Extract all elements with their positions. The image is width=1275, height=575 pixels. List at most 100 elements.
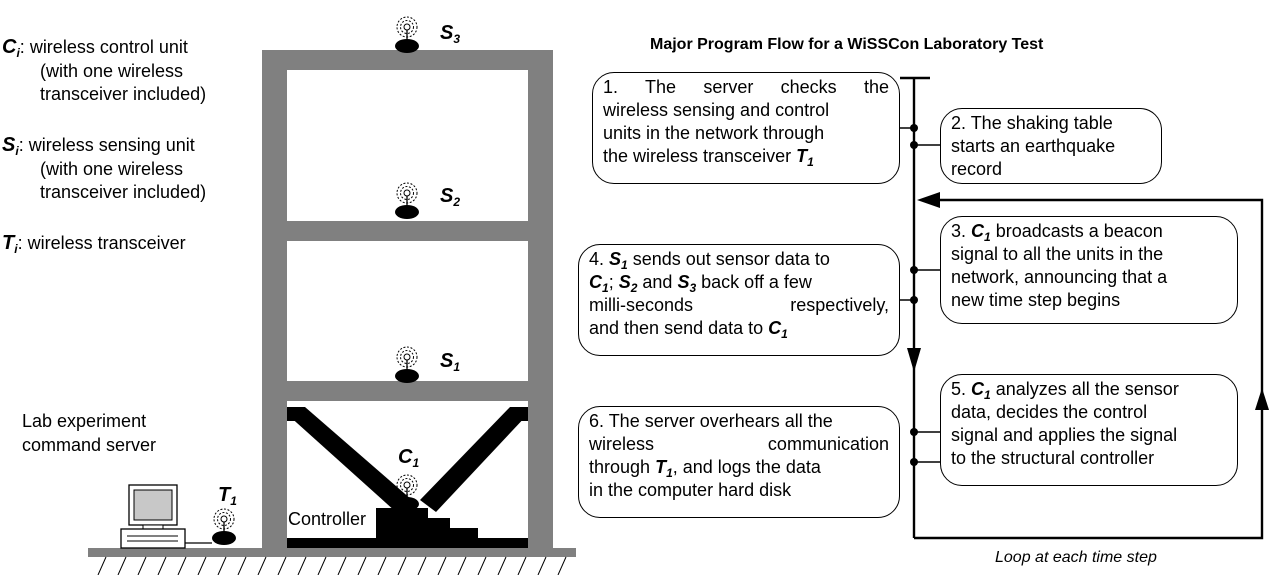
label-c1: C1: [398, 446, 419, 469]
sensing-unit-s3-icon: [394, 16, 420, 54]
step-5-line1-a: 5.: [951, 379, 972, 399]
server-label-line2: command server: [22, 435, 157, 455]
legend-c-line3: transceiver included): [40, 84, 207, 104]
label-controller: Controller: [287, 508, 368, 531]
diagram-title: Major Program Flow for a WiSSCon Laborat…: [650, 36, 1044, 53]
step-4-line2-sub2: 2: [630, 281, 638, 295]
step-4-line2-symbol2: S: [618, 272, 631, 292]
step-3-line1-a: 3.: [951, 221, 972, 241]
label-t1: T1: [218, 484, 237, 507]
step-5-line3: signal and applies the signal: [951, 425, 1178, 445]
step-6-line3-b: , and logs the data: [672, 457, 821, 477]
step-3-line1-symbol: C: [971, 221, 985, 241]
step-4-line1-sub: 1: [621, 258, 628, 272]
step-6-line4: in the computer hard disk: [589, 480, 792, 500]
step-4-line4: and then send data to C1: [589, 317, 889, 340]
step-2-line1: 2. The shaking table: [951, 113, 1113, 133]
step-3-line2: signal to all the units in the: [951, 244, 1164, 264]
step-1-line4-sub: 1: [807, 155, 814, 169]
legend-s-line2: (with one wireless: [40, 159, 184, 179]
step-1-line1: 1. The server checks the: [603, 77, 889, 97]
legend-s-colon: :: [18, 135, 24, 155]
transceiver-t1-icon: [211, 508, 237, 546]
step-3-line1: 3. C1 broadcasts a beacon: [951, 220, 1227, 243]
legend-c-colon: :: [19, 37, 25, 57]
label-s3-symbol: S: [440, 22, 454, 44]
step-1-line4: the wireless transceiver T1: [603, 145, 889, 168]
legend-t-line1: wireless transceiver: [22, 233, 186, 253]
label-t1-symbol: T: [218, 484, 231, 506]
legend-t-colon: :: [17, 233, 23, 253]
step-6-line3-sub: 1: [666, 466, 673, 480]
step-6-line3: through T1, and logs the data: [589, 456, 889, 479]
step-4-line2-sub3: 3: [689, 281, 697, 295]
step-3-box: 3. C1 broadcasts a beacon signal to all …: [940, 216, 1238, 324]
label-s1-symbol: S: [440, 350, 454, 372]
legend-s-sub: i: [15, 144, 19, 158]
server-label-line1: Lab experiment: [22, 411, 147, 431]
step-3-line1-sub: 1: [984, 230, 991, 244]
legend-c-line1: wireless control unit: [24, 37, 188, 57]
step-4-line2-c: back off a few: [696, 272, 812, 292]
sensing-unit-s1-icon: [394, 346, 420, 384]
step-5-line4: to the structural controller: [951, 448, 1155, 468]
structural-controller: [376, 508, 478, 548]
label-s3: S3: [440, 22, 460, 45]
step-3-line1-b: broadcasts a beacon: [990, 221, 1163, 241]
step-4-line1-a: 4.: [589, 249, 610, 269]
step-2-line2: starts an earthquake: [951, 136, 1116, 156]
legend-c-sub: i: [16, 46, 20, 60]
step-2-box: 2. The shaking table starts an earthquak…: [940, 108, 1162, 184]
label-s3-sub: 3: [453, 32, 461, 46]
step-2-line3: record: [951, 159, 1003, 179]
step-5-box: 5. C1 analyzes all the sensor data, deci…: [940, 374, 1238, 486]
step-4-line4-sub: 1: [781, 327, 788, 341]
flow-down-arrowhead: [907, 348, 921, 372]
step-4-line4-a: and then send data to: [589, 318, 769, 338]
legend-t-symbol: T: [2, 232, 15, 254]
step-1-box: 1. The server checks the wireless sensin…: [592, 72, 900, 184]
step-4-line2-sub1: 1: [602, 281, 609, 295]
loop-up-arrowhead: [1255, 388, 1269, 410]
legend-sensing-unit: Si: wireless sensing unit: [2, 134, 195, 157]
ground: [88, 548, 576, 575]
legend-c-line2: (with one wireless: [40, 61, 184, 81]
legend-transceiver: Ti: wireless transceiver: [2, 232, 186, 255]
legend-control-unit: Ci: wireless control unit: [2, 36, 188, 59]
step-4-line1: 4. S1 sends out sensor data to: [589, 248, 889, 271]
sensing-unit-s2-icon: [394, 182, 420, 220]
label-t1-sub: 1: [230, 494, 237, 508]
label-s2-sub: 2: [453, 195, 461, 209]
label-s2-symbol: S: [440, 185, 454, 207]
computer-icon: [120, 484, 212, 549]
legend-t-sub: i: [14, 242, 18, 256]
step-4-line4-symbol: C: [768, 318, 782, 338]
step-4-line2-b: and: [637, 272, 678, 292]
label-c1-sub: 1: [412, 456, 420, 470]
step-1-line3: units in the network through: [603, 123, 825, 143]
label-s1: S1: [440, 350, 460, 373]
building-frame: [262, 50, 553, 548]
step-4-line2: C1; S2 and S3 back off a few: [589, 271, 889, 294]
step-6-box: 6. The server overhears all the wireless…: [578, 406, 900, 518]
label-s2: S2: [440, 185, 460, 208]
step-6-line3-a: through: [589, 457, 656, 477]
step-4-line2-symbol3: S: [677, 272, 690, 292]
label-s1-sub: 1: [453, 360, 461, 374]
step-4-line1-symbol: S: [609, 249, 622, 269]
step-6-line2: wireless communication: [589, 434, 889, 454]
loop-caption: Loop at each time step: [995, 549, 1157, 566]
step-3-line4: new time step begins: [951, 290, 1121, 310]
step-6-line3-symbol: T: [655, 457, 667, 477]
step-4-line3: milli-seconds respectively,: [589, 295, 889, 315]
step-4-line1-b: sends out sensor data to: [627, 249, 830, 269]
step-4-line2-a: ;: [608, 272, 619, 292]
legend-s-symbol: S: [2, 134, 16, 156]
legend-s-line3: transceiver included): [40, 182, 207, 202]
step-1-line4-symbol: T: [796, 146, 808, 166]
step-5-line1: 5. C1 analyzes all the sensor: [951, 378, 1227, 401]
step-3-line3: network, announcing that a: [951, 267, 1168, 287]
step-5-line2: data, decides the control: [951, 402, 1148, 422]
step-5-line1-sub: 1: [984, 388, 991, 402]
